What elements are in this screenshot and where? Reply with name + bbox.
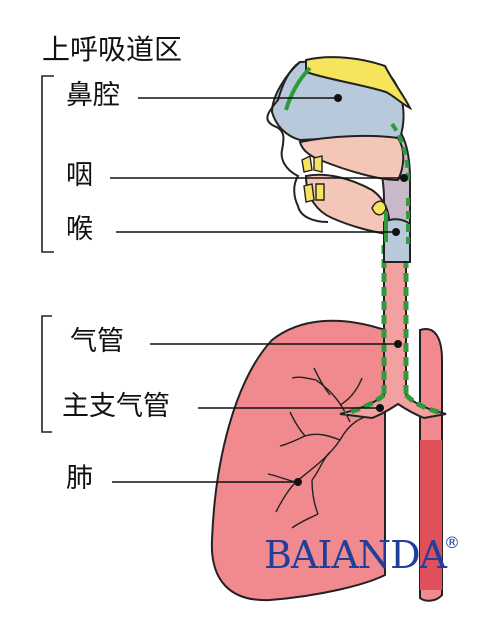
- label-lung: 肺: [66, 463, 93, 494]
- brand-logo-text: BAIANDA: [264, 533, 447, 577]
- label-trachea: 气管: [70, 326, 124, 357]
- right-lung: [419, 328, 443, 602]
- leader-lines: [110, 97, 404, 483]
- trachea: [339, 239, 447, 420]
- head-airway: [266, 56, 413, 263]
- left-lung: [210, 319, 386, 602]
- label-main-bronchus: 主支气管: [62, 391, 170, 422]
- registered-mark: ®: [444, 533, 460, 552]
- leader-dots: [294, 94, 408, 486]
- lower-tract-bracket: [41, 315, 52, 433]
- label-pharynx: 咽: [66, 160, 93, 191]
- upper-tract-bracket: [41, 75, 54, 253]
- label-larynx: 喉: [66, 214, 93, 245]
- label-nasal-cavity: 鼻腔: [66, 80, 120, 111]
- diagram-title: 上呼吸道区: [42, 33, 183, 66]
